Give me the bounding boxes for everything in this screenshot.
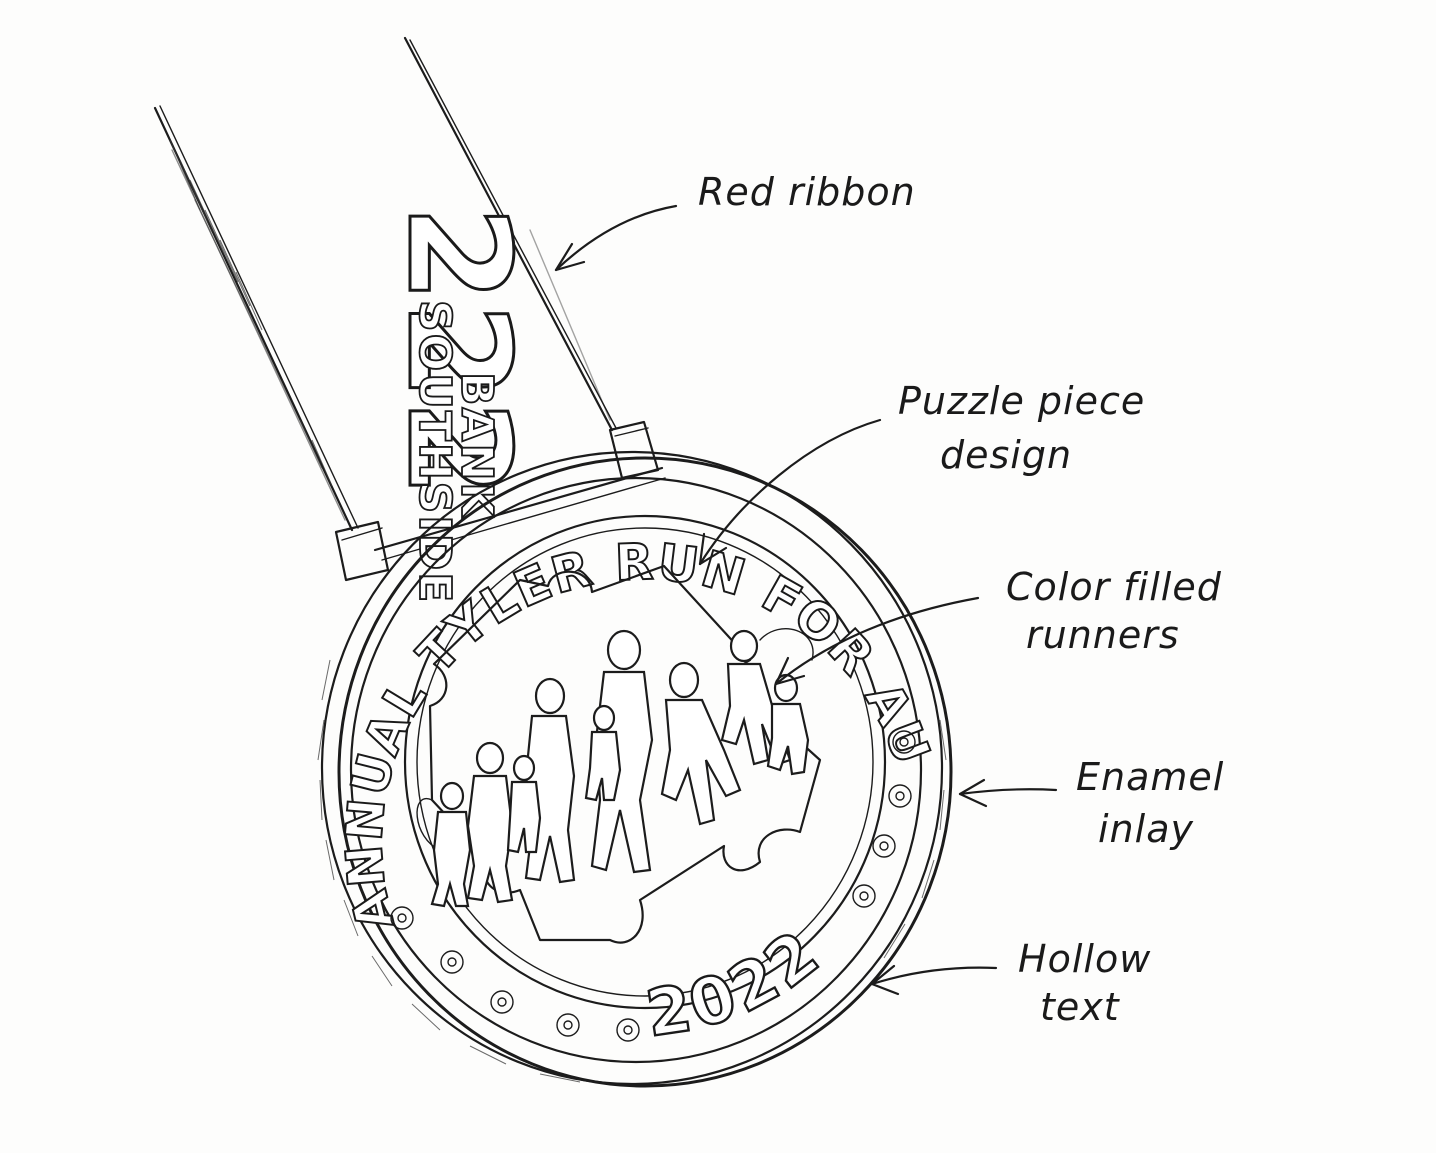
- runner: [660, 661, 742, 826]
- callout-hollow-label-line-2: text: [1040, 985, 1121, 1029]
- ribbon-number-text: 222: [376, 205, 539, 497]
- runner: [430, 781, 472, 908]
- callout-hollow-text: Hollow text: [870, 937, 1151, 1029]
- ribbon-sponsor-line-1: SOUTHSIDE: [409, 300, 460, 604]
- runner: [766, 673, 810, 776]
- rim-ornaments: [390, 730, 916, 1042]
- callout-red-ribbon: Red ribbon: [554, 170, 916, 272]
- medal-year-text: 2022: [642, 915, 836, 1052]
- callout-enamel-arrow: [958, 788, 1058, 796]
- callout-puzzle-piece-design: Puzzle piece design: [698, 379, 1145, 566]
- callout-enamel-label-line-1: Enamel: [1076, 755, 1224, 799]
- callout-hollow-label-line-1: Hollow: [1018, 937, 1151, 981]
- callout-puzzle-label-line-1: Puzzle piece: [898, 379, 1145, 423]
- callout-color-filled-runners: Color filled runners: [774, 565, 1222, 686]
- medal-bail: [334, 420, 660, 582]
- runner: [584, 704, 622, 802]
- callouts: Red ribbon Puzzle piece design Color fil…: [554, 170, 1224, 1029]
- runners: [430, 629, 810, 908]
- runner: [466, 741, 514, 904]
- callout-hollow-arrow: [870, 966, 998, 986]
- callout-runners-label-line-2: runners: [1026, 613, 1180, 657]
- callout-puzzle-arrow: [698, 418, 882, 566]
- ribbon: 222 SOUTHSIDE BANK: [153, 36, 666, 605]
- callout-runners-label-line-1: Color filled: [1006, 565, 1222, 609]
- callout-red-ribbon-label: Red ribbon: [698, 170, 916, 214]
- callout-enamel-label-line-2: inlay: [1098, 807, 1194, 851]
- runner: [506, 754, 542, 854]
- callout-puzzle-label-line-2: design: [940, 433, 1072, 477]
- ribbon-sponsor-line-2: BANK: [451, 372, 502, 519]
- callout-runners-arrow: [774, 596, 980, 686]
- callout-enamel-inlay: Enamel inlay: [958, 755, 1224, 851]
- callout-red-ribbon-arrow: [554, 204, 678, 272]
